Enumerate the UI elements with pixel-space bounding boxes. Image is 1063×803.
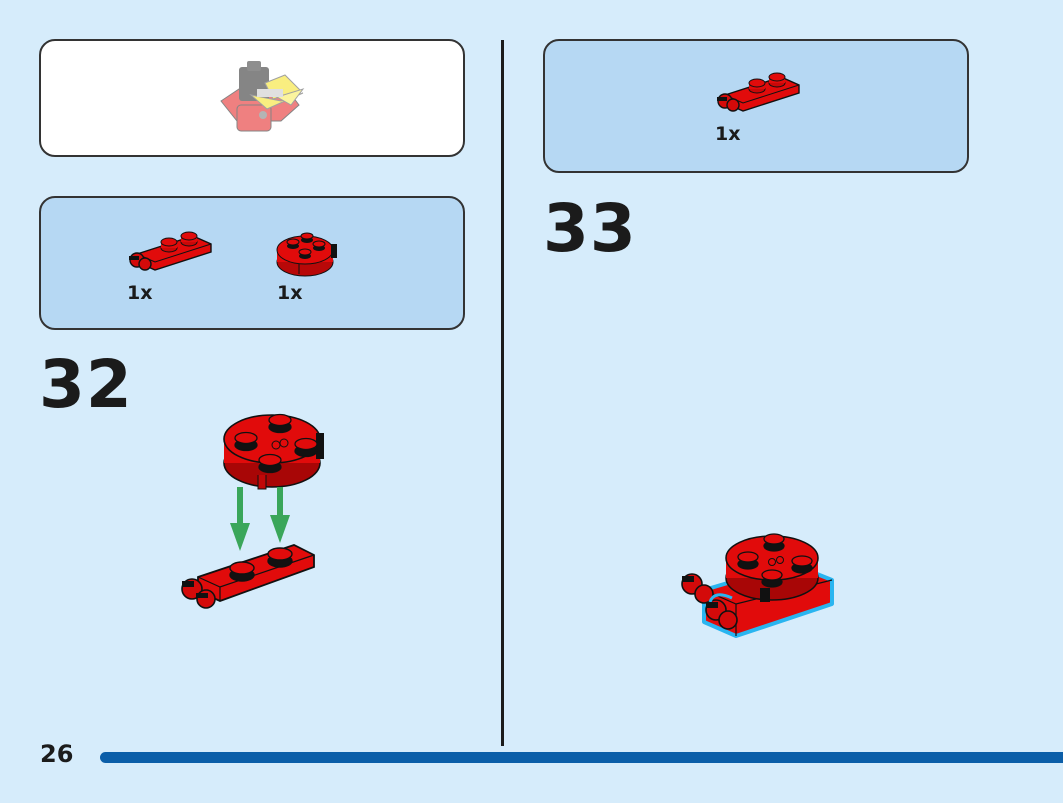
- part-quantity: 1x: [127, 282, 153, 304]
- part-quantity: 1x: [277, 282, 303, 304]
- step-number: 33: [543, 190, 637, 267]
- step-33-assembly-illustration: [681, 533, 834, 638]
- page-number: 26: [40, 740, 74, 768]
- part-quantity: 1x: [715, 123, 741, 145]
- plate-1x2-with-clip-icon: [129, 231, 212, 271]
- model-preview-panel: [39, 39, 465, 157]
- model-preview-icon: [220, 61, 305, 132]
- plate-1x2-with-clip-icon: [717, 72, 800, 112]
- step-number: 32: [39, 346, 133, 423]
- column-divider: [501, 40, 504, 746]
- parts-list-panel-step-33: 1x: [543, 39, 969, 173]
- footer-progress-bar: [100, 752, 1063, 763]
- step-32-assembly-illustration: [181, 413, 324, 609]
- round-plate-2x2-icon: [276, 232, 337, 277]
- parts-list-panel-step-32: 1x 1x: [39, 196, 465, 330]
